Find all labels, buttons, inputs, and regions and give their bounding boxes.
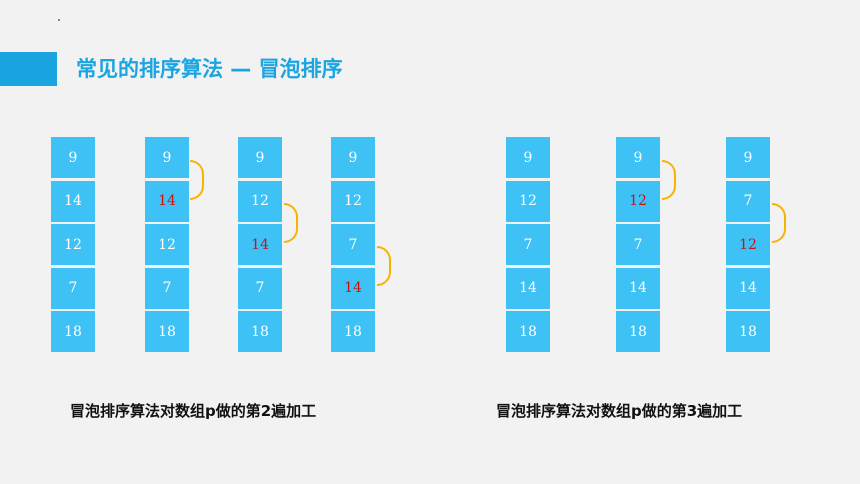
array-column-1: 9 14 12 7 18 xyxy=(51,137,95,355)
array-cell: 7 xyxy=(331,224,375,265)
array-cell: 14 xyxy=(51,180,95,222)
array-cell: 9 xyxy=(145,137,189,178)
array-cell: 9 xyxy=(616,137,660,178)
array-cell: 18 xyxy=(331,311,375,352)
array-cell: 7 xyxy=(51,267,95,309)
array-cell-highlighted: 14 xyxy=(331,267,375,309)
array-cell: 18 xyxy=(51,311,95,352)
array-cell: 18 xyxy=(145,311,189,352)
array-cell: 7 xyxy=(616,224,660,265)
array-cell: 9 xyxy=(238,137,282,178)
array-cell: 9 xyxy=(726,137,770,178)
array-cell: 7 xyxy=(145,267,189,309)
array-cell: 18 xyxy=(616,311,660,352)
array-cell: 7 xyxy=(726,180,770,222)
array-cell: 18 xyxy=(506,311,550,352)
array-column-2: 9 14 12 7 18 xyxy=(145,137,189,355)
array-cell: 9 xyxy=(51,137,95,178)
array-cell: 14 xyxy=(506,267,550,309)
array-cell-highlighted: 12 xyxy=(616,180,660,222)
array-cell: 18 xyxy=(726,311,770,352)
array-cell-highlighted: 12 xyxy=(726,224,770,265)
page-title: 常见的排序算法 — 冒泡排序 xyxy=(76,57,343,81)
array-column-5: 9 12 7 14 18 xyxy=(506,137,550,355)
title-accent-bar xyxy=(0,52,57,86)
array-column-6: 9 12 7 14 18 xyxy=(616,137,660,355)
array-cell: 14 xyxy=(726,267,770,309)
caption-pass-2: 冒泡排序算法对数组p做的第2遍加工 xyxy=(70,402,317,420)
swap-compare-arc xyxy=(772,203,786,243)
array-cell: 7 xyxy=(238,267,282,309)
array-column-3: 9 12 14 7 18 xyxy=(238,137,282,355)
swap-compare-arc xyxy=(662,160,676,200)
array-cell: 12 xyxy=(145,224,189,265)
array-column-7: 9 7 12 14 18 xyxy=(726,137,770,355)
array-cell: 9 xyxy=(331,137,375,178)
array-cell-highlighted: 14 xyxy=(238,224,282,265)
array-cell: 12 xyxy=(51,224,95,265)
array-cell: 18 xyxy=(238,311,282,352)
array-cell: 7 xyxy=(506,224,550,265)
array-cell: 12 xyxy=(238,180,282,222)
swap-compare-arc xyxy=(284,203,298,243)
array-cell-highlighted: 14 xyxy=(145,180,189,222)
decorative-dot xyxy=(58,19,60,21)
array-cell: 14 xyxy=(616,267,660,309)
caption-pass-3: 冒泡排序算法对数组p做的第3遍加工 xyxy=(496,402,743,420)
array-cell: 12 xyxy=(331,180,375,222)
swap-compare-arc xyxy=(377,246,391,286)
array-cell: 12 xyxy=(506,180,550,222)
array-column-4: 9 12 7 14 18 xyxy=(331,137,375,355)
swap-compare-arc xyxy=(190,160,204,200)
array-cell: 9 xyxy=(506,137,550,178)
